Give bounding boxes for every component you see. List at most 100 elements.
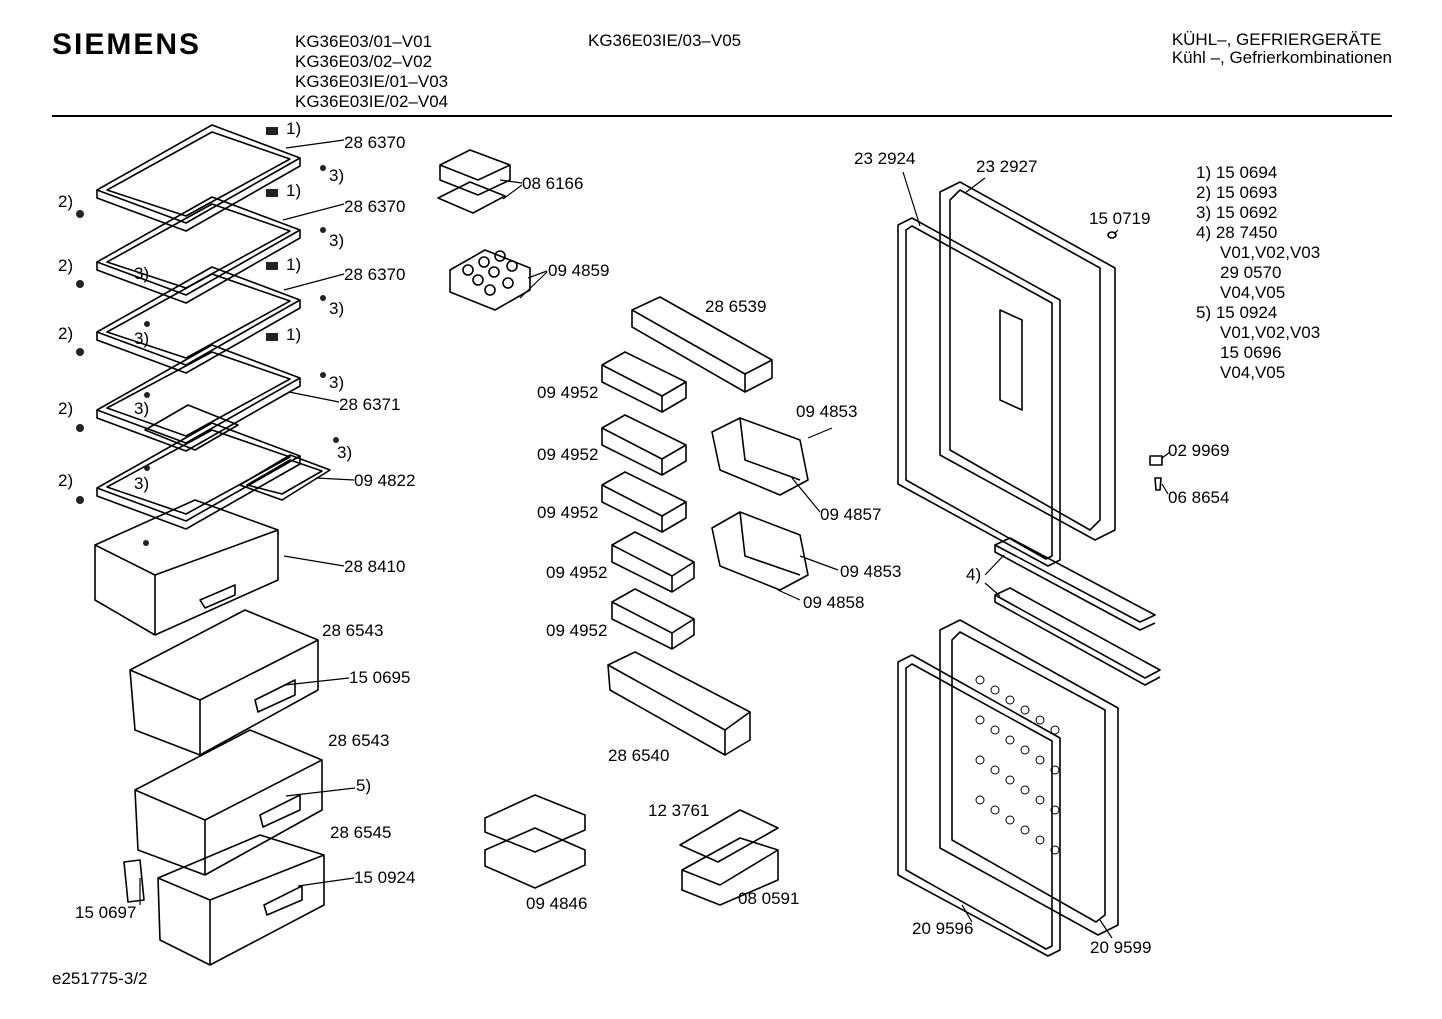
glass-shelf-5 bbox=[97, 423, 300, 529]
siemens-logo: SIEMENS bbox=[52, 28, 202, 61]
legend-line: 2) 15 0693 bbox=[1196, 183, 1278, 202]
freezer-door-dimples bbox=[976, 676, 1059, 854]
crisper-drawer-3 bbox=[158, 835, 324, 965]
legend-line: 15 0696 bbox=[1220, 343, 1282, 362]
model-list: KG36E03/01–V01 KG36E03/02–V02 KG36E03IE/… bbox=[295, 32, 448, 112]
part-label: 28 6370 bbox=[344, 197, 406, 216]
callout-label: 3) bbox=[134, 264, 150, 283]
callout-label: 5) bbox=[356, 776, 372, 795]
part-label: 02 9969 bbox=[1168, 441, 1230, 460]
ice-cube-tray bbox=[680, 810, 778, 905]
fridge-door bbox=[940, 182, 1115, 540]
callout-label: 3) bbox=[329, 231, 345, 250]
part-label: 28 6539 bbox=[705, 297, 767, 316]
part-label: 23 2924 bbox=[854, 149, 916, 168]
callout-label: 4) bbox=[966, 565, 982, 584]
butter-dish bbox=[438, 150, 510, 213]
bottle-holder-upper bbox=[712, 418, 808, 495]
part-label: 09 4853 bbox=[796, 402, 858, 421]
model-item: KG36E03/01–V01 bbox=[295, 32, 433, 51]
callout-label: 3) bbox=[134, 474, 150, 493]
model-item: KG36E03IE/02–V04 bbox=[295, 92, 449, 111]
legend-line: 1) 15 0694 bbox=[1196, 163, 1278, 182]
callout-label: 2) bbox=[58, 324, 74, 343]
part-label: 28 6543 bbox=[328, 731, 390, 750]
part-label: 15 0719 bbox=[1089, 209, 1151, 228]
crisper-drawer-2 bbox=[135, 730, 322, 875]
callout-label: 3) bbox=[134, 329, 150, 348]
callout-label: 2) bbox=[58, 399, 74, 418]
callout-label: 3) bbox=[329, 299, 345, 318]
title-line-1: KÜHL–, GEFRIERGERÄTE bbox=[1171, 30, 1382, 49]
door-bin-1 bbox=[602, 352, 686, 412]
part-label: 15 0695 bbox=[349, 668, 411, 687]
small-tray bbox=[240, 455, 330, 500]
part-label: 12 3761 bbox=[648, 801, 710, 820]
part-label: 09 4952 bbox=[537, 503, 599, 522]
door-shelf-long-top bbox=[632, 297, 772, 392]
part-label: 20 9596 bbox=[912, 919, 974, 938]
door-bin-4 bbox=[612, 532, 694, 592]
cold-packs bbox=[485, 795, 585, 888]
part-label: 28 6540 bbox=[608, 746, 670, 765]
part-label: 09 4859 bbox=[548, 261, 610, 280]
part-label: 28 6545 bbox=[330, 823, 392, 842]
callout-label: 3) bbox=[329, 166, 345, 185]
door-shelf-long-bottom bbox=[608, 652, 750, 755]
part-label: 08 6166 bbox=[522, 174, 584, 193]
part-label: 28 6370 bbox=[344, 133, 406, 152]
part-label: 09 4952 bbox=[537, 383, 599, 402]
legend-line: 3) 15 0692 bbox=[1196, 203, 1278, 222]
drawer-seal-clip bbox=[124, 860, 144, 902]
part-label: 09 4846 bbox=[526, 894, 588, 913]
part-label: 28 8410 bbox=[344, 557, 406, 576]
model-extra: KG36E03IE/03–V05 bbox=[588, 31, 742, 50]
callout-label: 2) bbox=[58, 471, 74, 490]
part-label: 09 4952 bbox=[546, 621, 608, 640]
document-title: KÜHL–, GEFRIERGERÄTE Kühl –, Gefrierkomb… bbox=[1172, 31, 1392, 67]
glass-shelf-2 bbox=[97, 197, 300, 303]
part-label: 28 6543 bbox=[322, 621, 384, 640]
callout-label: 3) bbox=[329, 373, 345, 392]
egg-tray bbox=[450, 250, 530, 310]
door-bin-2 bbox=[602, 415, 686, 475]
part-label: 09 4952 bbox=[546, 563, 608, 582]
model-item: KG36E03/02–V02 bbox=[295, 52, 433, 71]
callout-label: 1) bbox=[286, 255, 302, 274]
part-label: 15 0697 bbox=[75, 903, 137, 922]
part-label: 09 4857 bbox=[820, 505, 882, 524]
model-item: KG36E03IE/01–V03 bbox=[295, 72, 449, 91]
title-line-2: Kühl –, Gefrierkombinationen bbox=[1171, 48, 1392, 67]
freezer-door-gasket bbox=[898, 655, 1060, 956]
crisper-drawer-1 bbox=[130, 610, 318, 755]
callout-label: 1) bbox=[286, 119, 302, 138]
drawing-code: e251775-3/2 bbox=[52, 969, 148, 988]
legend-line: 5) 15 0924 bbox=[1196, 303, 1278, 322]
callout-label: 1) bbox=[286, 181, 302, 200]
part-label: 28 6370 bbox=[344, 265, 406, 284]
legend-line: 4) 28 7450 bbox=[1196, 223, 1278, 242]
part-label: 06 8654 bbox=[1168, 488, 1230, 507]
legend-line: 29 0570 bbox=[1220, 263, 1282, 282]
door-bin-3 bbox=[602, 472, 686, 532]
glass-shelf-4-split bbox=[97, 345, 300, 451]
glass-shelf-3 bbox=[97, 267, 300, 373]
callout-label: 3) bbox=[134, 399, 150, 418]
callout-label: 1) bbox=[286, 325, 302, 344]
hinge-bar bbox=[995, 538, 1155, 630]
part-label: 20 9599 bbox=[1090, 938, 1152, 957]
door-bin-5 bbox=[612, 589, 694, 649]
legend-line: V04,V05 bbox=[1220, 283, 1286, 302]
part-label: 09 4858 bbox=[803, 593, 865, 612]
crisper-cover-box bbox=[95, 500, 278, 635]
freezer-door bbox=[940, 620, 1118, 935]
legend-line: V01,V02,V03 bbox=[1220, 243, 1321, 262]
part-label: 09 4853 bbox=[840, 562, 902, 581]
legend-line: V04,V05 bbox=[1220, 363, 1286, 382]
footnote-legend: 1) 15 0694 2) 15 0693 3) 15 0692 4) 28 7… bbox=[1196, 163, 1320, 383]
legend-line: V01,V02,V03 bbox=[1220, 323, 1321, 342]
callout-label: 3) bbox=[337, 443, 353, 462]
bottle-holder-lower bbox=[712, 512, 808, 590]
small-parts bbox=[1108, 232, 1162, 490]
